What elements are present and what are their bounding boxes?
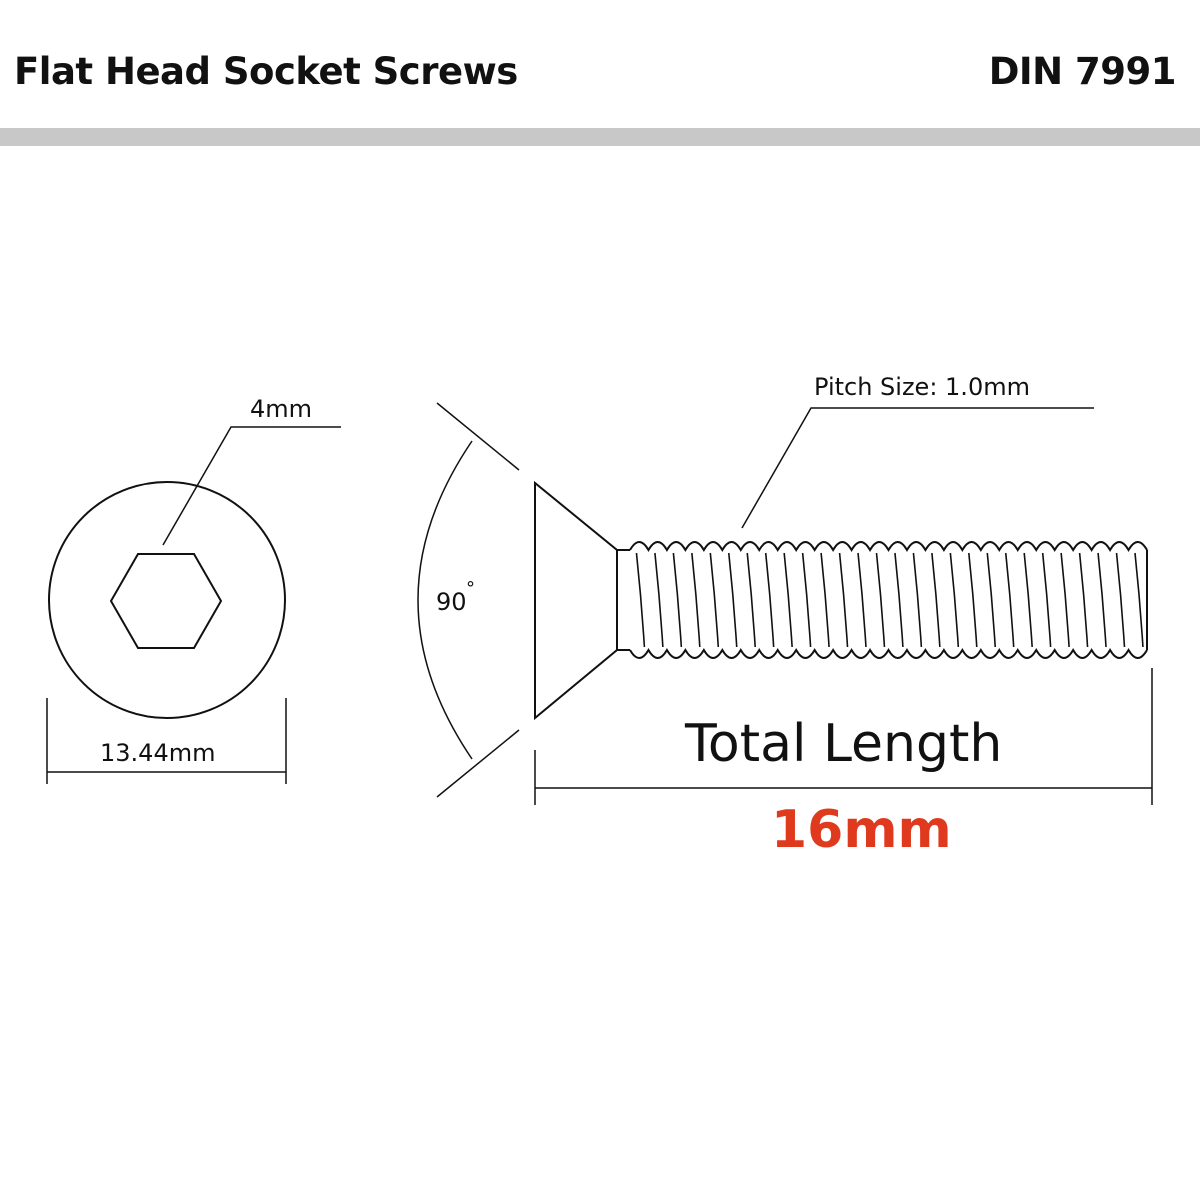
thread-line [691, 552, 701, 648]
thread-line [986, 552, 997, 648]
angle-unit-label: ° [466, 578, 475, 599]
head-angle-label: 90 [436, 588, 467, 616]
thread-line [838, 552, 849, 648]
thread-line [672, 552, 683, 648]
standard-label: DIN 7991 [988, 50, 1177, 93]
thread-line [709, 552, 720, 648]
page-title: Flat Head Socket Screws [14, 50, 518, 93]
thread-line [727, 552, 738, 648]
thread-line [1060, 552, 1070, 648]
thread-line [1134, 552, 1144, 648]
hex-socket [109, 553, 223, 649]
header-divider [0, 128, 1200, 146]
thread-line [857, 552, 867, 648]
thread-line [783, 552, 793, 648]
thread-line [764, 552, 775, 648]
angle-ext-top [436, 402, 520, 471]
thread-line [949, 552, 960, 648]
total-length-caption: Total Length [684, 714, 1002, 774]
angle-arc [417, 440, 473, 760]
angle-ext-bottom [436, 729, 520, 798]
head-outline [48, 481, 286, 719]
thread-line [1004, 552, 1015, 648]
thread-line [801, 552, 812, 648]
header: Flat Head Socket Screws DIN 7991 [0, 0, 1200, 128]
thread-line [1078, 552, 1089, 648]
thread-crest-top [629, 541, 1148, 552]
thread-line [820, 552, 830, 648]
thread-line [968, 552, 978, 648]
thread-line [654, 552, 664, 648]
socket-size-label: 4mm [250, 395, 312, 423]
thread-line [1041, 552, 1052, 648]
thread-line [931, 552, 941, 648]
thread-line [635, 552, 646, 648]
socket-leader-line [162, 426, 341, 546]
head-diameter-label: 13.44mm [100, 739, 215, 767]
thread-line [1115, 552, 1126, 648]
thread-lines [635, 552, 1144, 648]
thread-line [894, 552, 904, 648]
countersunk-head [534, 480, 618, 721]
total-length-value: 16mm [771, 800, 952, 860]
thread-line [1023, 552, 1033, 648]
thread-line [875, 552, 886, 648]
pitch-size-label: Pitch Size: 1.0mm [814, 373, 1030, 401]
pitch-leader-line [741, 407, 1094, 529]
thread-line [912, 552, 923, 648]
thread-line [746, 552, 756, 648]
thread-crest-bottom [629, 648, 1148, 659]
thread-line [1097, 552, 1107, 648]
